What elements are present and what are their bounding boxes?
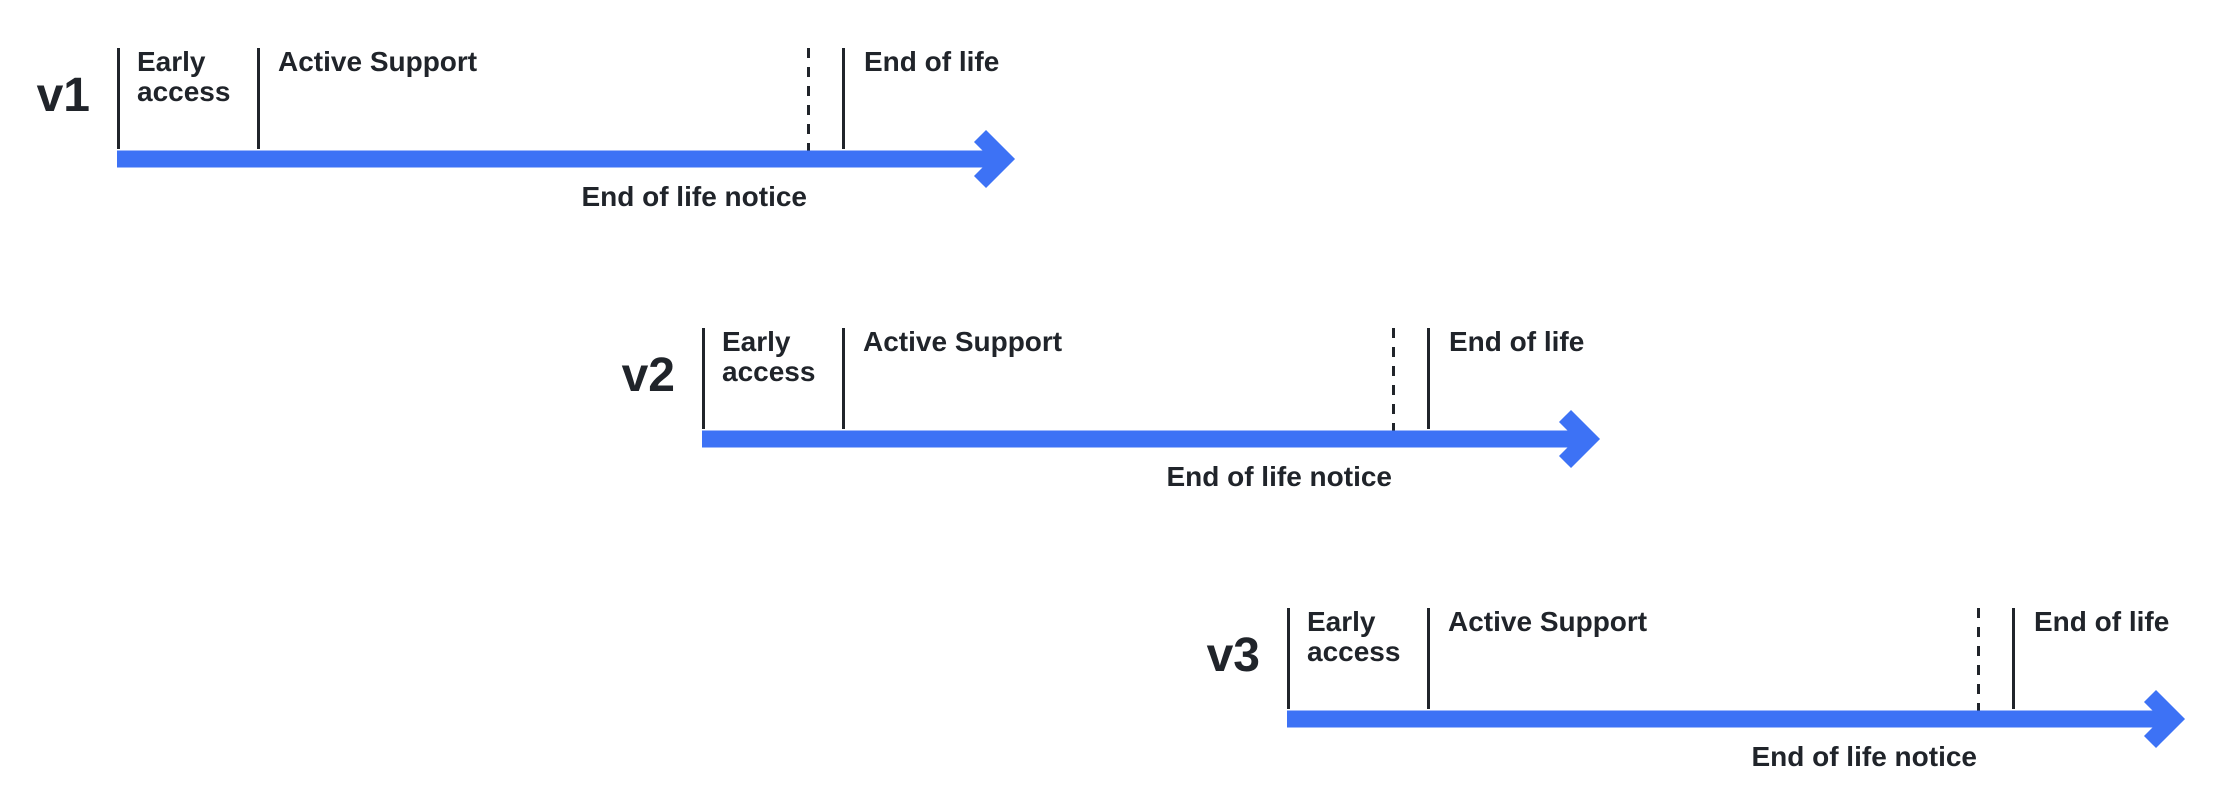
timeline-arrow-icon bbox=[702, 409, 1601, 469]
active-support-start-tick bbox=[257, 48, 260, 149]
end-of-life-notice-dashed-line bbox=[807, 48, 810, 151]
end-of-life-tick bbox=[2012, 608, 2015, 709]
active-support-start-tick bbox=[1427, 608, 1430, 709]
end-of-life-notice-dashed-line bbox=[1392, 328, 1395, 431]
version-label: v1 bbox=[36, 69, 90, 122]
timeline-arrow-icon bbox=[1287, 689, 2186, 749]
version-label: v2 bbox=[621, 349, 675, 402]
stage-label-end-of-life: End of life bbox=[1449, 326, 1585, 357]
early-access-start-tick bbox=[1287, 608, 1290, 709]
end-of-life-notice-label: End of life notice bbox=[1751, 741, 1977, 772]
stage-label-early-access: Early access bbox=[1307, 606, 1401, 667]
stage-label-early-access: Early access bbox=[137, 46, 231, 107]
end-of-life-notice-label: End of life notice bbox=[1166, 461, 1392, 492]
stage-label-active-support: Active Support bbox=[278, 46, 478, 77]
stage-label-active-support: Active Support bbox=[1448, 606, 1648, 637]
early-access-start-tick bbox=[117, 48, 120, 149]
active-support-start-tick bbox=[842, 328, 845, 429]
arrow-head bbox=[2143, 689, 2186, 749]
stage-label-active-support: Active Support bbox=[863, 326, 1063, 357]
arrow-head bbox=[1558, 409, 1601, 469]
version-label: v3 bbox=[1206, 629, 1260, 682]
end-of-life-notice-dashed-line bbox=[1977, 608, 1980, 711]
arrow-head bbox=[973, 129, 1016, 189]
timeline-arrow-icon bbox=[117, 129, 1016, 189]
stage-label-end-of-life: End of life bbox=[864, 46, 1000, 77]
end-of-life-notice-label: End of life notice bbox=[581, 181, 807, 212]
end-of-life-tick bbox=[1427, 328, 1430, 429]
end-of-life-tick bbox=[842, 48, 845, 149]
stage-label-end-of-life: End of life bbox=[2034, 606, 2170, 637]
stage-label-early-access: Early access bbox=[722, 326, 816, 387]
early-access-start-tick bbox=[702, 328, 705, 429]
